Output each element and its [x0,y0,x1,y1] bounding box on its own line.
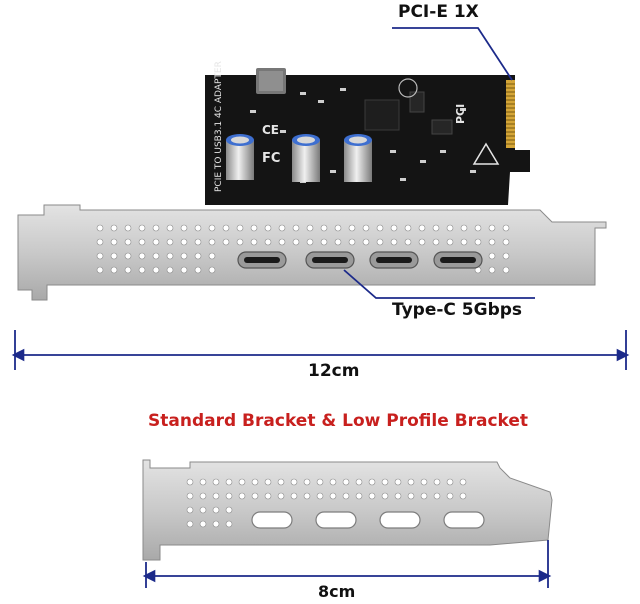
usb-c-port [433,251,483,269]
svg-text:FC: FC [262,151,280,166]
capacitor [344,134,372,182]
svg-text:CE: CE [262,123,279,137]
callout-pci-e [392,27,513,81]
dimension-12cm [11,330,630,370]
length-standard-label: 12cm [308,361,360,381]
bracket-title: Standard Bracket & Low Profile Bracket [148,411,529,431]
length-low-profile-label: 8cm [318,582,356,601]
capacitor [292,134,320,182]
pcb-board: PCIE TO USB3.1 4C ADAPTER FC CE PCI [205,61,530,205]
vent-holes [96,224,510,274]
pci-e-gold-contacts [506,80,515,148]
pcb-print: PCIE TO USB3.1 4C ADAPTER [214,61,224,192]
usb-c-port [305,251,355,269]
callout-type-c [343,269,535,299]
vent-holes [186,478,467,528]
port-cutout [379,511,421,529]
svg-text:PCI: PCI [454,104,467,124]
dimension-8cm [142,540,552,588]
low-profile-bracket [142,459,553,561]
port-cutout [315,511,357,529]
type-c-label: Type-C 5Gbps [392,300,523,320]
usb-c-port [237,251,287,269]
port-cutout [443,511,485,529]
standard-bracket [17,204,607,301]
controller-chip [364,99,400,131]
usb-c-port [369,251,419,269]
capacitor [226,134,254,180]
port-cutout [251,511,293,529]
pci-e-label: PCI-E 1X [398,2,479,22]
